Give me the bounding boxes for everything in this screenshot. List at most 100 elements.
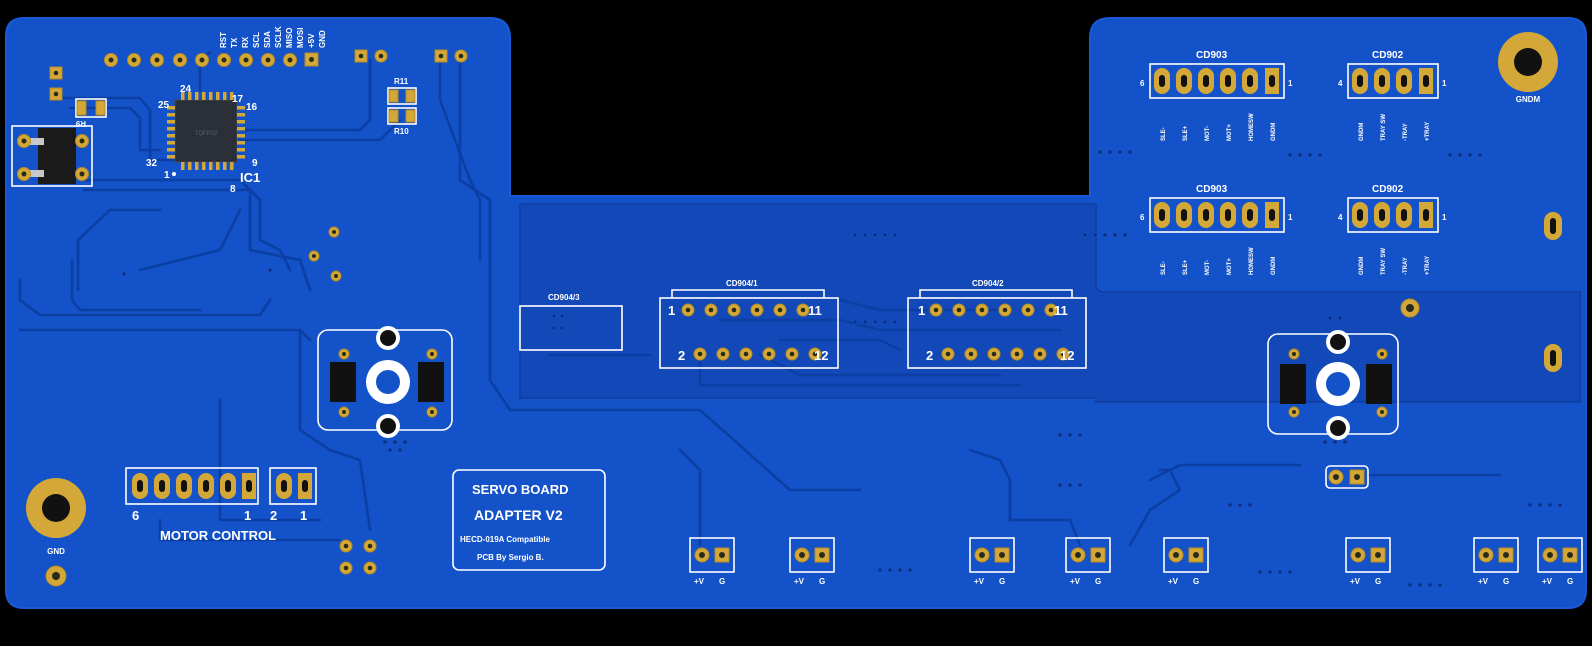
- power-gnd-label: G: [1095, 577, 1101, 586]
- cd902-top-title: CD902: [1372, 50, 1404, 61]
- header-pin-label: SLE-: [1161, 261, 1167, 275]
- header-pin-label: GNDM: [1271, 257, 1277, 275]
- header-pin-hole: [1225, 75, 1231, 87]
- power-pin-gnd-hole: [1503, 552, 1509, 558]
- slot-pads-right: [1400, 212, 1562, 372]
- connector-pin-hole: [968, 351, 974, 357]
- cd903-top-pin-left: 6: [1140, 79, 1145, 88]
- header-pin-label: GNDM: [1359, 257, 1365, 275]
- servo-right-2pin: [1325, 465, 1369, 489]
- title-block: SERVO BOARD ADAPTER V2 HECD-019A Compati…: [452, 469, 606, 571]
- cd904-3-title: CD904/3: [548, 293, 580, 302]
- cd902-top-pin-right: 1: [1442, 79, 1447, 88]
- header-pin-label: MOT-: [1205, 126, 1211, 141]
- motor-side-pads: [339, 539, 377, 575]
- connector-pin-hole: [708, 307, 714, 313]
- power-pin-plus-hole: [1173, 552, 1179, 558]
- header-pin-label: -TRAY: [1403, 123, 1409, 141]
- ic1-pin: [167, 134, 175, 138]
- power-gnd-label: G: [819, 577, 825, 586]
- connector-pin-hole: [945, 351, 951, 357]
- header-pin-hole: [1247, 209, 1253, 221]
- header-pin-label: MOT-: [1205, 260, 1211, 275]
- power-gnd-label: G: [1375, 577, 1381, 586]
- ic1-pin-24: 24: [180, 84, 192, 95]
- header-pin-label: HOMESW: [1249, 247, 1255, 275]
- header-pin-hole: [1203, 209, 1209, 221]
- r10-label: R10: [394, 127, 409, 136]
- pin-label-sda: SDA: [263, 31, 272, 48]
- cd904-2-pin-11: 11: [1054, 303, 1068, 318]
- ic1-pin: [167, 141, 175, 145]
- header-pin-hole: [1423, 209, 1429, 221]
- cd904-2-pin-12: 12: [1060, 348, 1074, 363]
- header-pin-hole: [1379, 209, 1385, 221]
- power-gnd-label: G: [1567, 577, 1573, 586]
- ic1-pin: [237, 127, 245, 131]
- r9-label: R9: [75, 119, 86, 128]
- header-pin-label: HOMESW: [1249, 113, 1255, 141]
- power-header-outline: [1163, 537, 1209, 573]
- power-pin-plus-hole: [799, 552, 805, 558]
- power-plus-label: +V: [794, 577, 805, 586]
- power-header-outline: [969, 537, 1015, 573]
- cd904-1-title: CD904/1: [726, 279, 758, 288]
- header-pin-label: MOT+: [1227, 124, 1233, 141]
- header-pin-label: TRAY SW: [1381, 114, 1387, 141]
- header-pin-hole: [1181, 75, 1187, 87]
- voltage-regulator: [11, 125, 93, 187]
- pin-label-rx: RX: [241, 36, 250, 48]
- ic1-pin-32: 32: [146, 158, 158, 169]
- ic1-pin: [230, 92, 234, 100]
- power-gnd-label: G: [1193, 577, 1199, 586]
- power-gnd-label: G: [999, 577, 1005, 586]
- power-plus-label: +V: [1350, 577, 1361, 586]
- connector-pin-hole: [979, 307, 985, 313]
- header-pin-hole: [1269, 75, 1275, 87]
- header-pin-label: TRAY SW: [1381, 248, 1387, 275]
- header-pin-hole: [1269, 209, 1275, 221]
- cd902-top-pin-left: 4: [1338, 79, 1343, 88]
- power-pin-plus-hole: [1547, 552, 1553, 558]
- ic1-pin: [202, 162, 206, 170]
- header-pin-hole: [1181, 209, 1187, 221]
- cd904-1-pin-12: 12: [814, 348, 828, 363]
- header-pin-hole: [1357, 75, 1363, 87]
- cd903-bottom-pin-right: 1: [1288, 213, 1293, 222]
- ic1-pin-8: 8: [230, 184, 236, 195]
- ic1-pin: [216, 162, 220, 170]
- cd902-bottom-pin-left: 4: [1338, 213, 1343, 222]
- cd903-bottom-pin-left: 6: [1140, 213, 1145, 222]
- ic1-pin: [223, 92, 227, 100]
- ic1-pin-1: 1: [164, 170, 170, 181]
- power-pin-gnd-hole: [819, 552, 825, 558]
- ic1-pin: [188, 162, 192, 170]
- cd904-2-pin-2: 2: [926, 348, 933, 363]
- power-plus-label: +V: [694, 577, 705, 586]
- header-pin-label: -TRAY: [1403, 257, 1409, 275]
- cd904-1-pin-11: 11: [808, 303, 822, 318]
- ic1-tqfp32: TQFP32 24 17 16 25 32 1 9 8 IC1: [146, 84, 260, 195]
- pin-label-mosi: MOSI: [296, 28, 305, 48]
- connector-pin-hole: [800, 307, 806, 313]
- ic1-pin: [209, 162, 213, 170]
- connector-pin-hole: [991, 351, 997, 357]
- power-gnd-label: G: [1503, 577, 1509, 586]
- ic1-pin: [167, 127, 175, 131]
- ic1-pin: [230, 162, 234, 170]
- power-header: +V G: [969, 537, 1015, 586]
- header-pin-label: +TRAY: [1425, 122, 1431, 141]
- power-plus-label: +V: [974, 577, 985, 586]
- motor-pin-2: 2: [270, 508, 277, 523]
- connector-pin-hole: [697, 351, 703, 357]
- ic1-pin-17: 17: [232, 94, 244, 105]
- motor-control-label: MOTOR CONTROL: [160, 528, 276, 543]
- power-gnd-label: G: [719, 577, 725, 586]
- header-pin-hole: [1401, 209, 1407, 221]
